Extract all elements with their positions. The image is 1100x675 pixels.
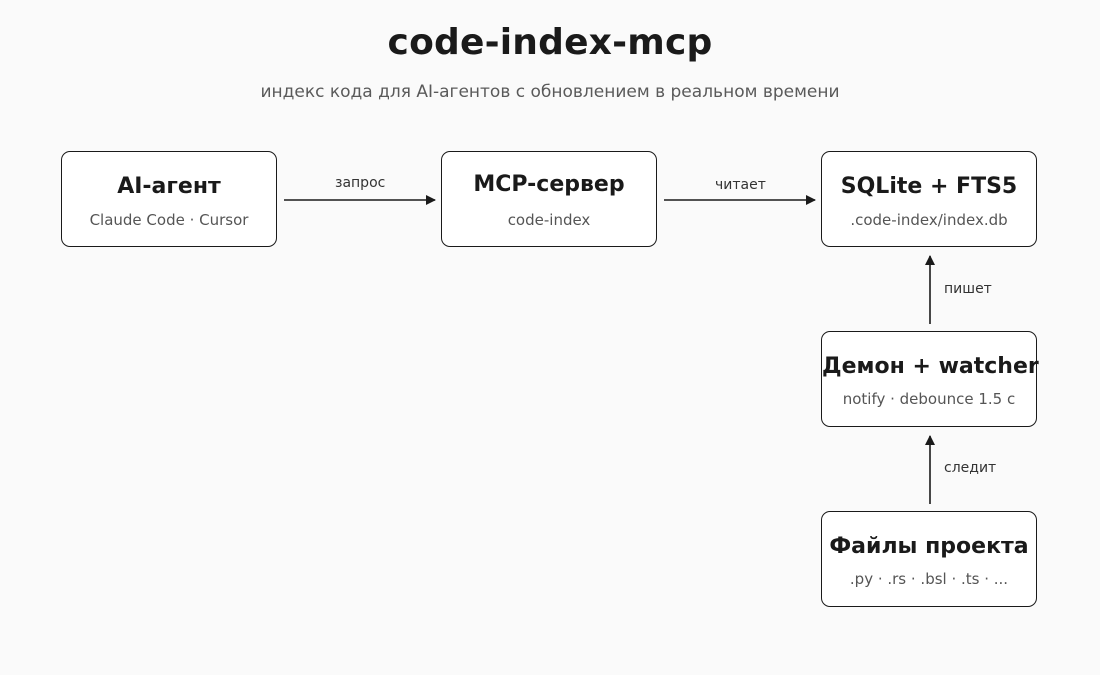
node-project-files-subtitle: .py · .rs · .bsl · .ts · ... bbox=[849, 570, 1009, 588]
node-sqlite-title: SQLite + FTS5 bbox=[840, 174, 1018, 199]
node-project-files: Файлы проекта .py · .rs · .bsl · .ts · .… bbox=[821, 511, 1037, 607]
node-ai-agent: AI-агент Claude Code · Cursor bbox=[61, 151, 277, 247]
node-project-files-title: Файлы проекта bbox=[829, 534, 1029, 559]
node-daemon-watcher: Демон + watcher notify · debounce 1.5 с bbox=[821, 331, 1039, 427]
node-mcp-server: MCP-сервер code-index bbox=[441, 151, 657, 247]
node-daemon-watcher-subtitle: notify · debounce 1.5 с bbox=[842, 390, 1016, 408]
edge-reads-label: читает bbox=[715, 177, 766, 193]
node-sqlite-subtitle: .code-index/index.db bbox=[850, 211, 1008, 229]
diagram-title: code-index-mcp bbox=[387, 22, 713, 63]
node-ai-agent-subtitle: Claude Code · Cursor bbox=[89, 211, 249, 229]
edge-watches-label: следит bbox=[944, 460, 997, 476]
node-sqlite: SQLite + FTS5 .code-index/index.db bbox=[821, 151, 1037, 247]
node-mcp-server-title: MCP-сервер bbox=[473, 172, 625, 197]
node-ai-agent-title: AI-агент bbox=[117, 174, 221, 199]
edge-request-label: запрос bbox=[335, 175, 386, 191]
node-daemon-watcher-title: Демон + watcher bbox=[822, 354, 1039, 379]
diagram-subtitle: индекс кода для AI-агентов с обновлением… bbox=[260, 82, 840, 102]
node-mcp-server-subtitle: code-index bbox=[507, 211, 591, 229]
edge-writes-label: пишет bbox=[944, 281, 992, 297]
